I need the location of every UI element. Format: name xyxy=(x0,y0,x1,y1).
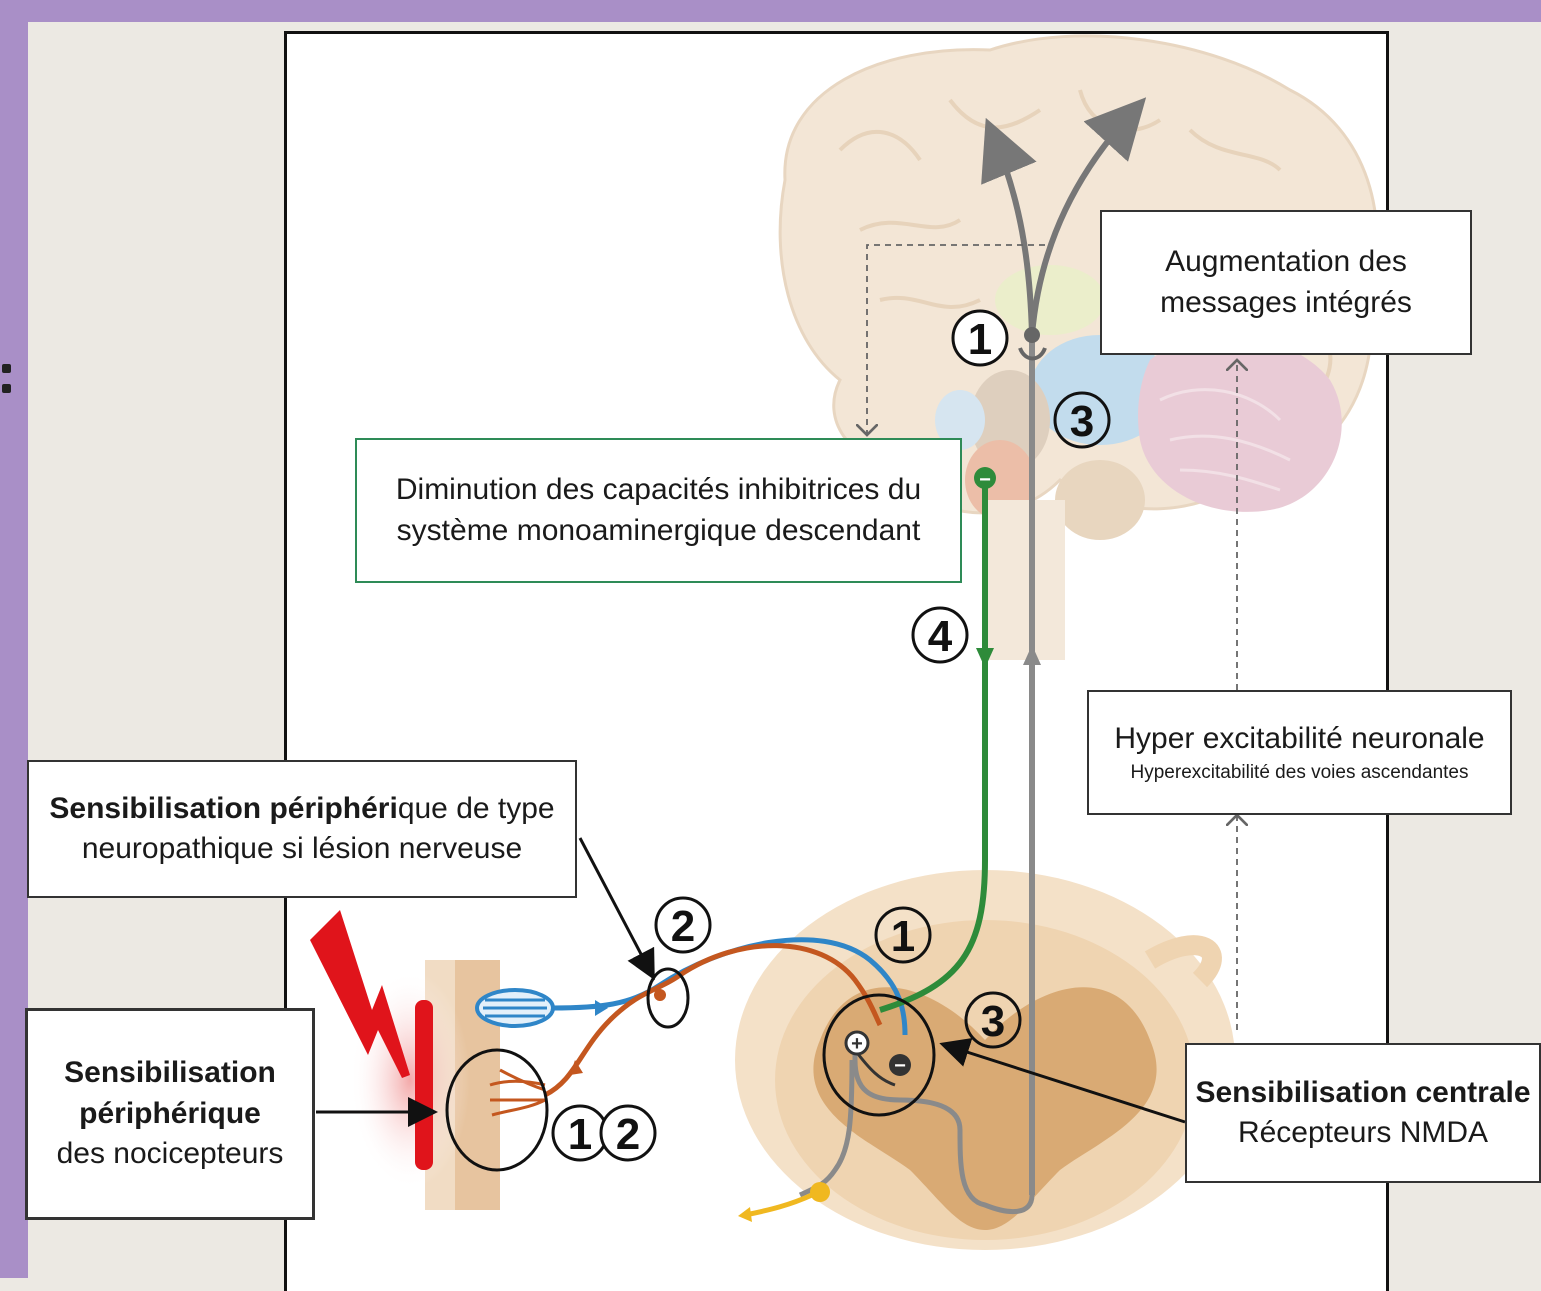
label-hyper-subtitle: Hyperexcitabilité des voies ascendantes xyxy=(1131,760,1469,786)
label-centrale-line1: Sensibilisation centrale xyxy=(1195,1073,1530,1114)
label-neuro-line2: neuropathique si lésion nerveuse xyxy=(82,829,522,870)
marker-brain-1: 1 xyxy=(953,311,1007,365)
svg-text:2: 2 xyxy=(671,902,695,951)
svg-text:3: 3 xyxy=(981,997,1005,1046)
label-sensibilisation-nocicepteurs: Sensibilisation périphérique des nocicep… xyxy=(25,1008,315,1220)
label-augmentation-line1: Augmentation des xyxy=(1165,242,1407,283)
svg-text:3: 3 xyxy=(1070,397,1094,446)
label-centrale-line2: Récepteurs NMDA xyxy=(1238,1113,1488,1154)
marker-skin-2: 2 xyxy=(601,1106,655,1160)
label-diminution-line1: Diminution des capacités inhibitrices du xyxy=(396,470,921,511)
minus-sign: − xyxy=(894,1055,906,1077)
label-augmentation-messages: Augmentation des messages intégrés xyxy=(1100,210,1472,355)
svg-text:1: 1 xyxy=(968,315,992,364)
label-diminution-inhibition: Diminution des capacités inhibitrices du… xyxy=(355,438,962,583)
label-sensibilisation-centrale: Sensibilisation centrale Récepteurs NMDA xyxy=(1185,1043,1541,1183)
label-noci-line2: périphérique xyxy=(79,1094,261,1135)
label-neuro-line1-rest: que de type xyxy=(398,792,555,825)
svg-text:2: 2 xyxy=(616,1110,640,1159)
label-neuro-line1-bold: Sensibilisation périphéri xyxy=(49,792,397,825)
label-neuro-line1: Sensibilisation périphérique de type xyxy=(49,789,554,830)
label-diminution-line2: système monoaminergique descendant xyxy=(397,511,921,552)
label-noci-line3: des nocicepteurs xyxy=(57,1134,284,1175)
label-noci-line1: Sensibilisation xyxy=(64,1053,276,1094)
marker-skin-1: 1 xyxy=(553,1106,607,1160)
label-hyper-title: Hyper excitabilité neuronale xyxy=(1114,719,1484,760)
plus-sign: + xyxy=(851,1033,863,1055)
svg-text:1: 1 xyxy=(568,1110,592,1159)
inhibit-sign: − xyxy=(979,469,991,491)
label-sensibilisation-neuropathique: Sensibilisation périphérique de type neu… xyxy=(27,760,577,898)
label-hyper-excitabilite: Hyper excitabilité neuronale Hyperexcita… xyxy=(1087,690,1512,815)
marker-pathway-4: 4 xyxy=(913,608,967,662)
peripheral-tissue-illustration xyxy=(350,960,500,1210)
marker-nerve-2: 2 xyxy=(656,898,710,952)
motor-efferent-fiber xyxy=(738,1182,830,1222)
label-augmentation-line2: messages intégrés xyxy=(1160,283,1412,324)
svg-text:1: 1 xyxy=(891,912,915,961)
svg-text:4: 4 xyxy=(928,612,953,661)
